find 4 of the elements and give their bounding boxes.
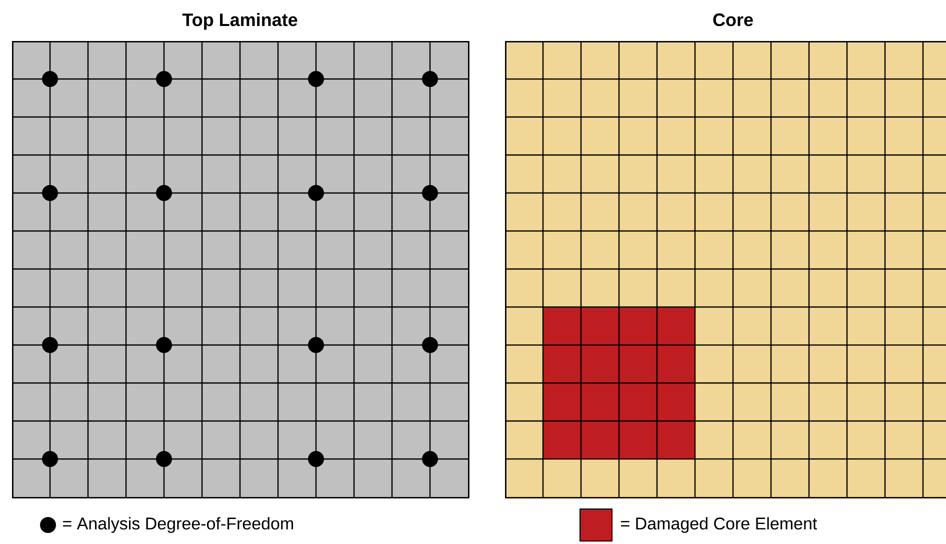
- panel-title: Core: [713, 13, 753, 26]
- legend-label: = Damaged Core Element: [621, 517, 818, 533]
- legend-label: = Analysis Degree-of-Freedom: [63, 517, 293, 533]
- panel-title: Top Laminate: [182, 12, 298, 30]
